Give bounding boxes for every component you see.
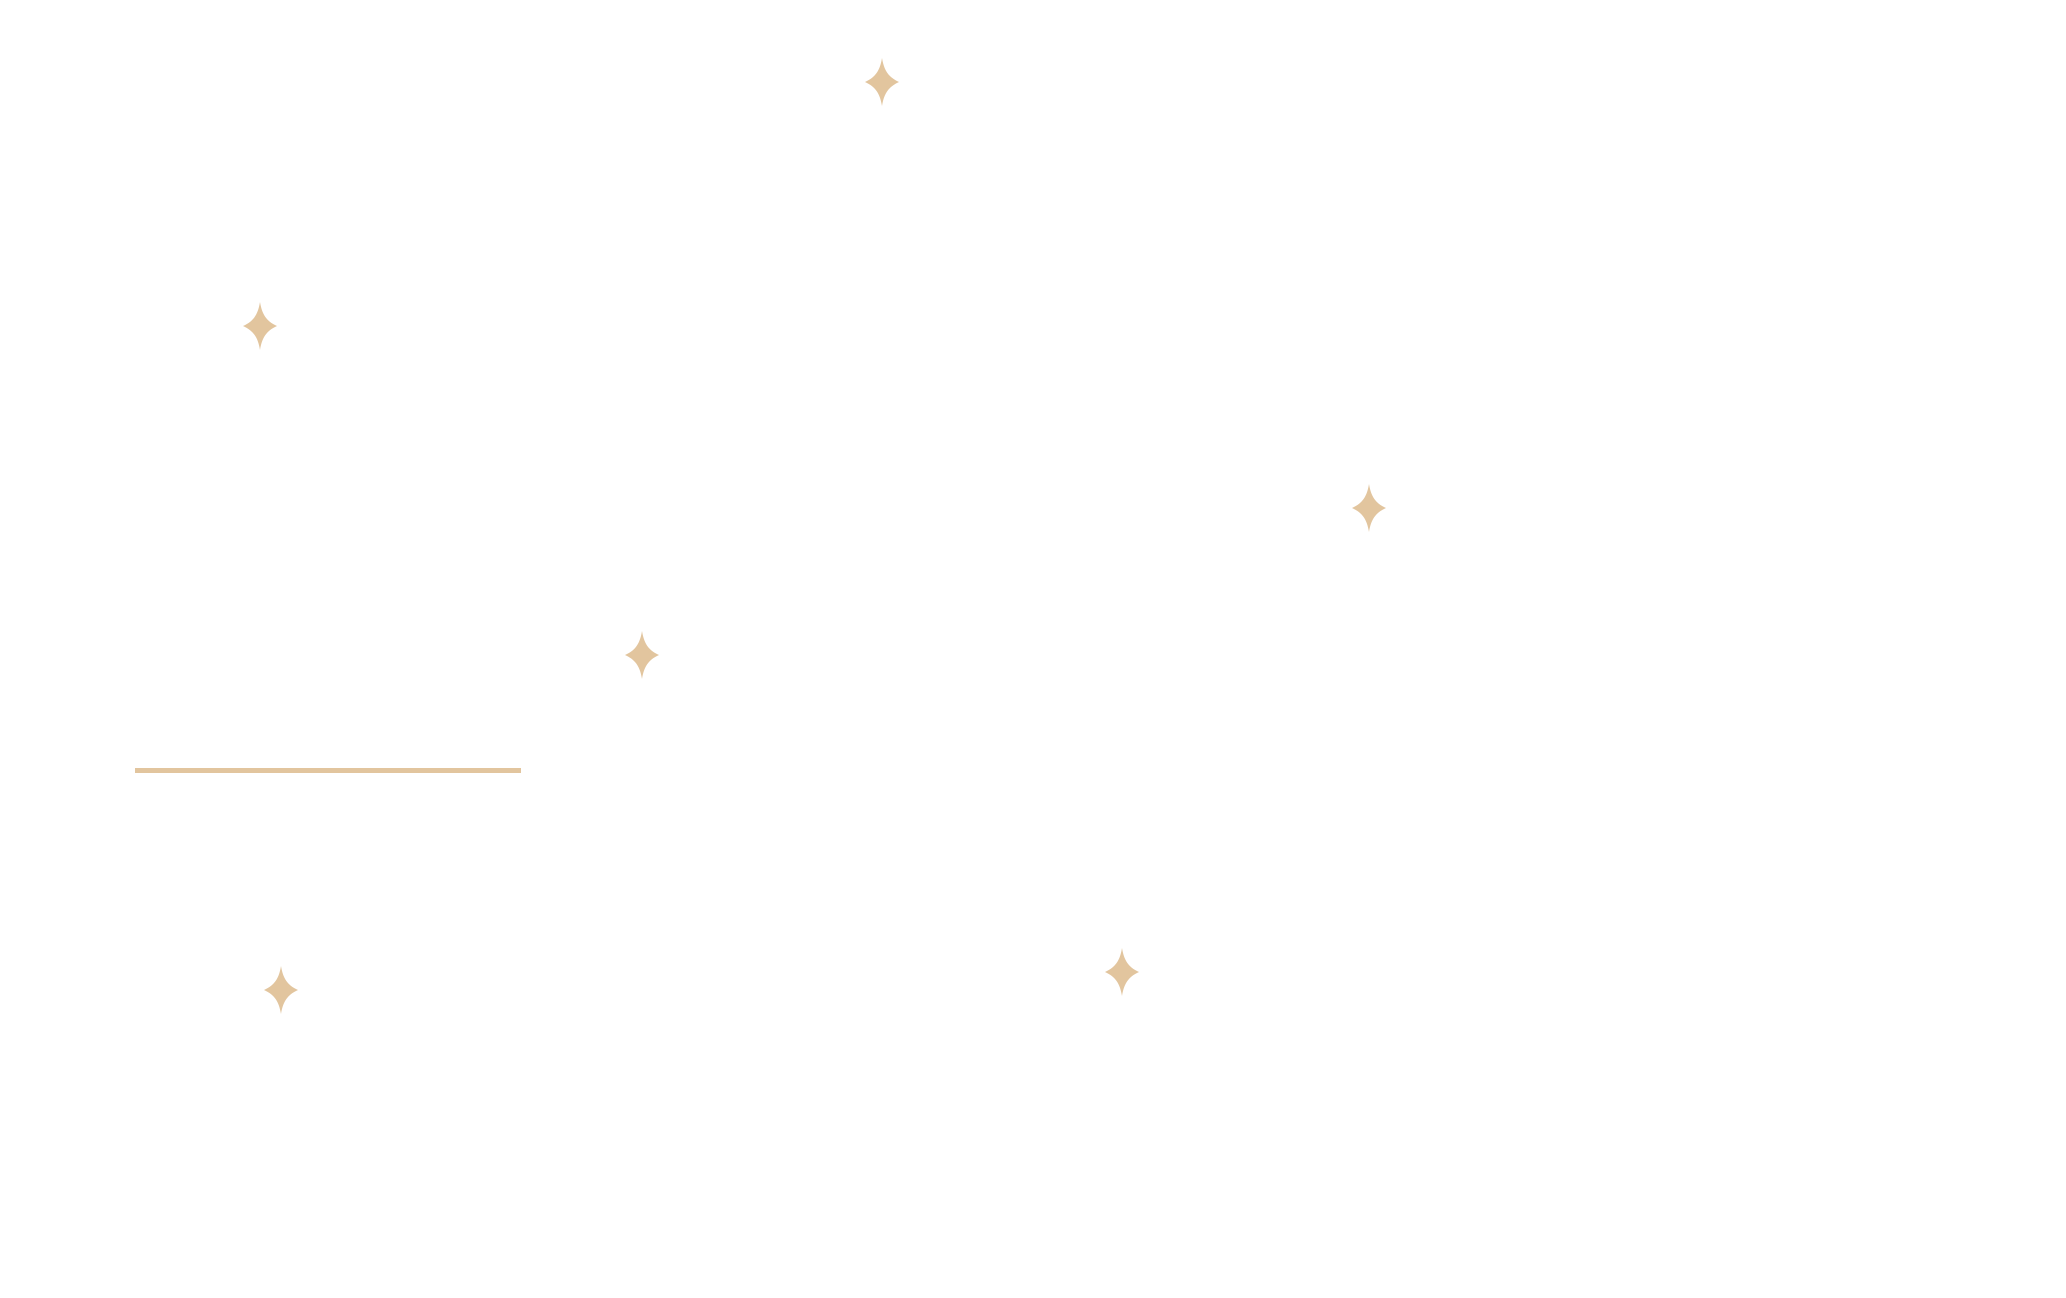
- sparkle-icon: [1352, 484, 1386, 532]
- accent-divider: [135, 768, 521, 773]
- sparkle-icon: [264, 966, 298, 1014]
- sparkle-icon: [625, 631, 659, 679]
- sparkle-icon: [243, 302, 277, 350]
- sparkle-icon: [1105, 948, 1139, 996]
- sparkle-icon: [865, 58, 899, 106]
